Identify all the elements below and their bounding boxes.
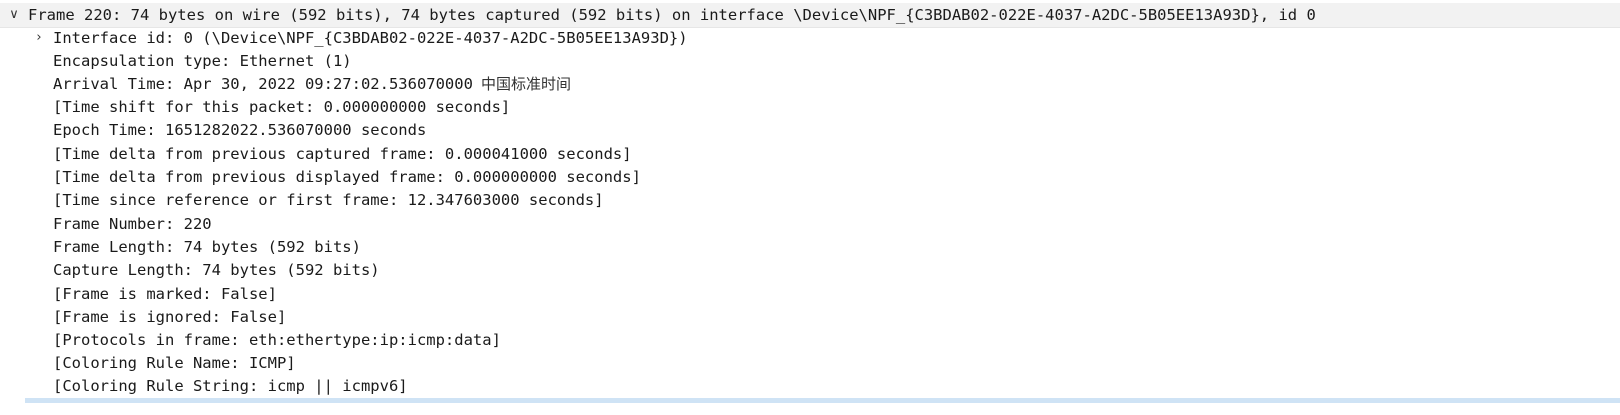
frame-header-label: Frame 220: 74 bytes on wire (592 bits), … <box>28 6 1316 24</box>
coloring-rule-name-label: [Coloring Rule Name: ICMP] <box>53 354 296 372</box>
interface-id-label: Interface id: 0 (\Device\NPF_{C3BDAB02-0… <box>53 29 688 47</box>
arrival-time-row[interactable]: Arrival Time: Apr 30, 2022 09:27:02.5360… <box>0 72 1620 96</box>
frame-marked-row[interactable]: [Frame is marked: False] <box>0 282 1620 306</box>
frame-number-label: Frame Number: 220 <box>53 215 212 233</box>
protocols-row[interactable]: [Protocols in frame: eth:ethertype:ip:ic… <box>0 328 1620 352</box>
frame-length-label: Frame Length: 74 bytes (592 bits) <box>53 238 361 256</box>
delta-displayed-label: [Time delta from previous displayed fram… <box>53 168 641 186</box>
delta-captured-row[interactable]: [Time delta from previous captured frame… <box>0 142 1620 166</box>
frame-header-row[interactable]: ∨ Frame 220: 74 bytes on wire (592 bits)… <box>0 3 1620 28</box>
coloring-rule-name-row[interactable]: [Coloring Rule Name: ICMP] <box>0 351 1620 375</box>
arrival-time-label: Arrival Time: Apr 30, 2022 09:27:02.5360… <box>53 72 571 96</box>
frame-ignored-label: [Frame is ignored: False] <box>53 308 287 326</box>
coloring-rule-string-label: [Coloring Rule String: icmp || icmpv6] <box>53 377 408 395</box>
chevron-right-icon[interactable]: › <box>36 30 42 45</box>
frame-number-row[interactable]: Frame Number: 220 <box>0 212 1620 236</box>
epoch-time-row[interactable]: Epoch Time: 1651282022.536070000 seconds <box>0 118 1620 142</box>
arrival-time-value: Arrival Time: Apr 30, 2022 09:27:02.5360… <box>53 75 473 93</box>
capture-length-label: Capture Length: 74 bytes (592 bits) <box>53 261 380 279</box>
coloring-rule-string-row[interactable]: [Coloring Rule String: icmp || icmpv6] <box>0 374 1620 398</box>
selection-highlight-bar <box>25 398 1620 403</box>
frame-ignored-row[interactable]: [Frame is ignored: False] <box>0 305 1620 329</box>
delta-captured-label: [Time delta from previous captured frame… <box>53 145 632 163</box>
delta-displayed-row[interactable]: [Time delta from previous displayed fram… <box>0 165 1620 189</box>
time-shift-row[interactable]: [Time shift for this packet: 0.000000000… <box>0 95 1620 119</box>
epoch-time-label: Epoch Time: 1651282022.536070000 seconds <box>53 121 427 139</box>
protocols-label: [Protocols in frame: eth:ethertype:ip:ic… <box>53 331 501 349</box>
encapsulation-label: Encapsulation type: Ethernet (1) <box>53 52 352 70</box>
capture-length-row[interactable]: Capture Length: 74 bytes (592 bits) <box>0 258 1620 282</box>
interface-id-row[interactable]: › Interface id: 0 (\Device\NPF_{C3BDAB02… <box>0 26 1620 50</box>
arrival-timezone: 中国标准时间 <box>480 75 571 93</box>
encapsulation-row[interactable]: Encapsulation type: Ethernet (1) <box>0 49 1620 73</box>
time-since-ref-label: [Time since reference or first frame: 12… <box>53 191 604 209</box>
time-shift-label: [Time shift for this packet: 0.000000000… <box>53 98 511 116</box>
frame-length-row[interactable]: Frame Length: 74 bytes (592 bits) <box>0 235 1620 259</box>
frame-marked-label: [Frame is marked: False] <box>53 285 277 303</box>
chevron-down-icon[interactable]: ∨ <box>9 7 19 22</box>
time-since-ref-row[interactable]: [Time since reference or first frame: 12… <box>0 188 1620 212</box>
